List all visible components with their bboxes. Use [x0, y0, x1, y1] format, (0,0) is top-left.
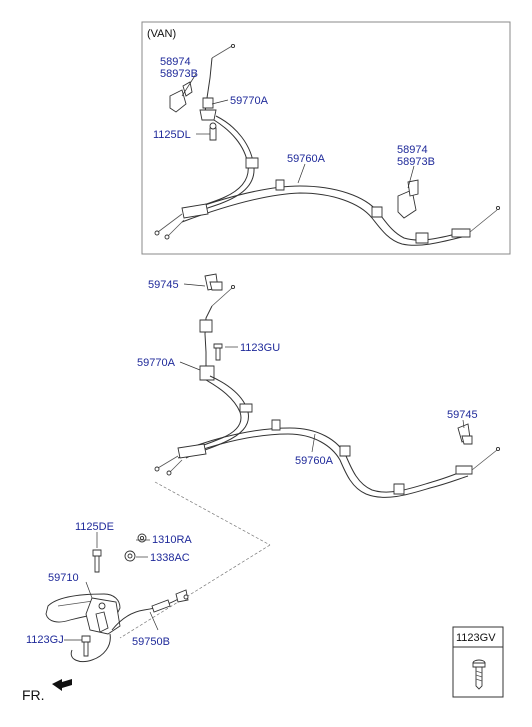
label-59745-right: 59745: [447, 409, 478, 421]
guide-line-lower: [119, 544, 271, 639]
label-59770a-van: 59770A: [230, 95, 269, 107]
label-59760a-van: 59760A: [287, 153, 326, 165]
front-cable: [181, 284, 253, 459]
clip-right: [457, 423, 473, 445]
front-arrow-icon: [52, 679, 72, 691]
label-58974-right: 58974: [397, 144, 428, 156]
label-59710: 59710: [48, 572, 79, 584]
van-rear-cable: [154, 179, 501, 246]
legend-box: 1123GV: [452, 626, 504, 698]
main-section: 59745 1123GU 59770A 59745 59760A 1125DE …: [26, 273, 501, 663]
van-bracket-right: [397, 179, 419, 219]
bolt-icon: [472, 659, 486, 690]
clip-top: [204, 273, 223, 291]
label-59750b: 59750B: [132, 636, 170, 648]
direction-label: FR.: [22, 687, 45, 703]
van-section: (VAN): [141, 21, 511, 255]
legend-part-number: 1123GV: [456, 632, 496, 644]
rear-cable: [154, 419, 501, 498]
label-1123gu: 1123GU: [240, 342, 280, 354]
guide-line-upper: [154, 481, 271, 546]
van-frame: [141, 21, 511, 255]
label-1338ac: 1338AC: [150, 552, 190, 564]
label-58973b-right: 58973B: [397, 156, 435, 168]
label-59770a: 59770A: [137, 357, 176, 369]
label-59760a: 59760A: [295, 455, 334, 467]
label-58974-upper: 58974: [160, 56, 191, 68]
lever-assembly: [45, 533, 189, 663]
label-58973b-upper: 58973B: [160, 68, 198, 80]
legend-frame: [452, 626, 504, 698]
label-1123gj: 1123GJ: [26, 634, 64, 646]
van-bracket-upper: [169, 81, 193, 113]
direction-indicator: FR.: [22, 679, 72, 703]
label-1310ra: 1310RA: [152, 534, 192, 546]
label-1125de: 1125DE: [75, 521, 114, 533]
label-59745-top: 59745: [148, 279, 179, 291]
label-1125dl: 1125DL: [153, 129, 191, 141]
van-title: (VAN): [147, 28, 176, 40]
